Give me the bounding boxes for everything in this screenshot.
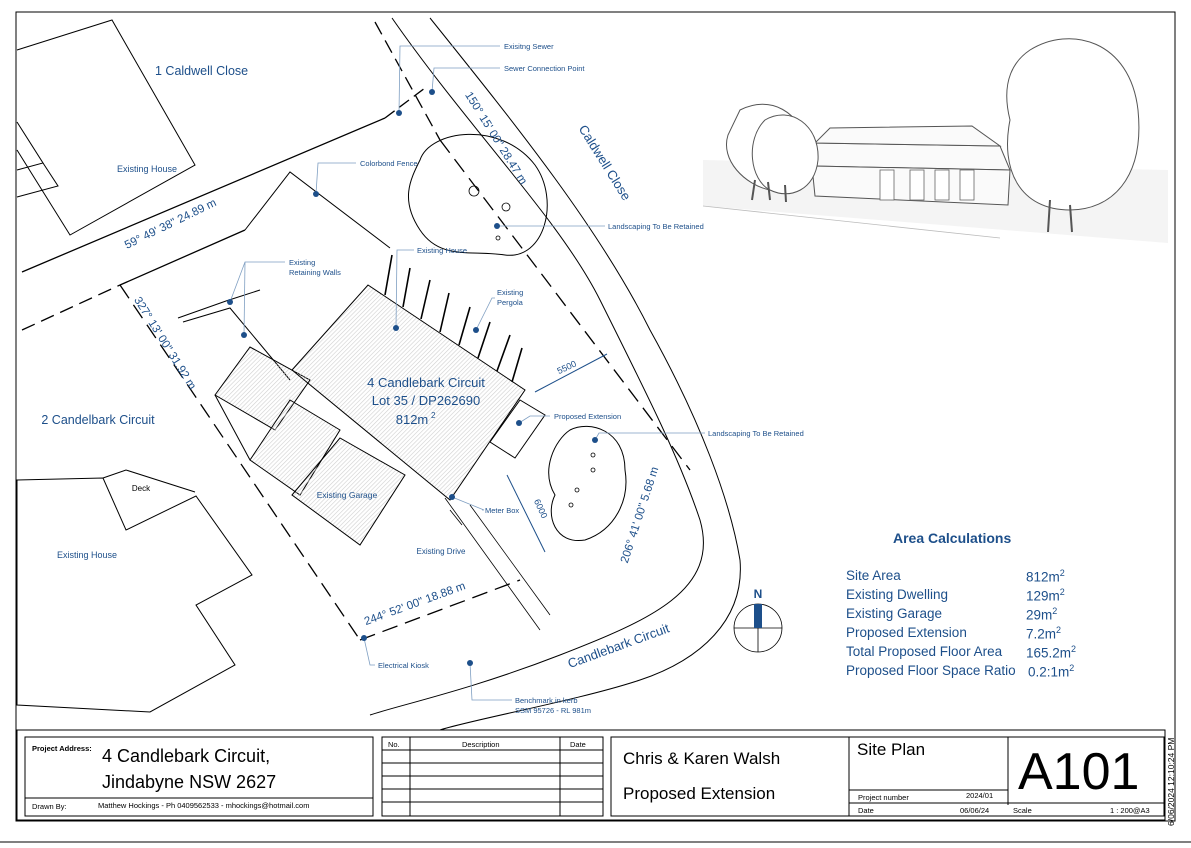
sheet-border [15,11,1176,822]
callout-fence: Colorbond Fence [360,159,418,168]
rev-header-no: No. [388,740,400,749]
existing-house-top-label: Existing House [117,164,177,174]
dimensions [506,353,608,553]
garage-label: Existing Garage [317,490,378,500]
dim-6000: 6000 [532,498,550,520]
bearing-right: 206° 41' 00" 5.68 m [619,465,661,564]
callout-pergola-2: Pergola [497,298,524,307]
area-row-value: 7.2m [1026,626,1057,642]
existing-house-bottom [16,469,253,713]
drawn-by: Matthew Hockings - Ph 0409562533 - mhock… [98,801,310,810]
sheet-title: Site Plan [857,740,926,759]
fence-and-walls [177,171,391,381]
callout-proposed-extension: Proposed Extension [554,412,621,421]
scale-value: 1 : 200@A3 [1110,806,1150,815]
callout-retaining-2: Retaining Walls [289,268,341,277]
bearing-top-left: 59° 49' 38" 24.89 m [123,197,218,252]
callout-meter-box: Meter Box [485,506,519,515]
callout-landscaping-right: Landscaping To Be Retained [708,429,804,438]
lot-boundary [21,21,691,641]
project-number-label: Project number [858,793,909,802]
area-row-value: 129m [1026,588,1060,604]
landscaping-top [407,133,548,256]
area-calculations-title: Area Calculations [893,530,1012,546]
existing-house-top [16,19,196,236]
area-row-label: Existing Dwelling [846,587,949,602]
area-row-label: Total Proposed Floor Area [846,644,1003,659]
callout-dots [227,89,598,666]
existing-pergola [384,254,523,383]
area-row-label: Existing Garage [846,606,943,621]
area-row-sup: 2 [1071,644,1077,654]
neighbour-top-label: 1 Caldwell Close [155,64,248,78]
area-row-value: 0.2:1m [1028,664,1070,680]
callout-kiosk: Electrical Kiosk [378,661,429,670]
address-line1: 4 Candlebark Circuit, [102,746,271,766]
road-bottom-label: Candlebark Circuit [566,620,672,671]
callout-labels: Exisitng Sewer Sewer Connection Point Co… [289,42,804,715]
existing-house-footprint [291,284,526,501]
drive-label: Existing Drive [417,547,466,556]
drawn-by-label: Drawn By: [32,802,67,811]
area-row-value: 812m [1026,569,1060,585]
landscaping-right [548,425,627,541]
deck-label: Deck [132,484,151,493]
existing-garage [214,346,406,546]
area-row-sup: 2 [1059,568,1065,578]
north-arrow: N [733,587,783,653]
svg-text:2: 2 [431,411,436,420]
callout-existing-house: Existing House [417,246,467,255]
project-address-label: Project Address: [32,744,92,753]
existing-house-bottom-label: Existing House [57,550,117,560]
rev-header-date: Date [570,740,586,749]
render-3d-view [702,38,1168,243]
lot-line1: 4 Candlebark Circuit [367,375,485,390]
callout-sewer: Exisitng Sewer [504,42,554,51]
project-number: 2024/01 [966,791,994,800]
area-row-sup: 2 [1059,587,1065,597]
north-label: N [754,587,763,601]
road-curves [369,17,741,731]
callout-sewer-connection: Sewer Connection Point [504,64,585,73]
bearing-top-right: 150° 15' 00" 28.47 m [462,90,529,187]
area-row-label: Proposed Extension [846,625,967,640]
area-row-sup: 2 [1056,625,1062,635]
callout-pergola-1: Existing [497,288,523,297]
date-label: Date [858,806,874,815]
callout-benchmark-1: Benchmark in kerb [515,696,578,705]
dim-5500: 5500 [556,359,578,377]
client-name: Chris & Karen Walsh [623,749,781,768]
sheet-number: A101 [1018,743,1140,801]
title-block-frame [16,729,1166,821]
area-row-value: 165.2m [1026,645,1072,661]
area-row-sup: 2 [1052,606,1058,616]
scale-label: Scale [1013,806,1032,815]
callout-landscaping-top: Landscaping To Be Retained [608,222,704,231]
existing-drive [444,497,551,631]
callout-benchmark-2: SSM 95726 - RL 981m [515,706,591,715]
lot-area: 812m [396,412,429,427]
lot-line2: Lot 35 / DP262690 [372,393,480,408]
bearing-bottom: 244° 52' 00" 18.88 m [363,580,467,628]
print-timestamp: 6/06/2024 12:10:24 PM [1166,737,1176,826]
road-top-label: Caldwell Close [576,122,634,203]
area-row-value: 29m [1026,607,1053,623]
proposed-extension [489,399,546,459]
area-row-sup: 2 [1069,663,1075,673]
area-row-label: Site Area [846,568,901,583]
project-name: Proposed Extension [623,784,776,803]
area-row-label: Proposed Floor Space Ratio [846,663,1016,678]
bearing-left: 327° 13' 00" 31.92 m [131,295,198,392]
rev-header-description: Description [462,740,500,749]
neighbour-left-label: 2 Candelbark Circuit [41,413,155,427]
address-line2: Jindabyne NSW 2627 [102,772,277,792]
callout-retaining-1: Existing [289,258,315,267]
date-value: 06/06/24 [960,806,990,815]
